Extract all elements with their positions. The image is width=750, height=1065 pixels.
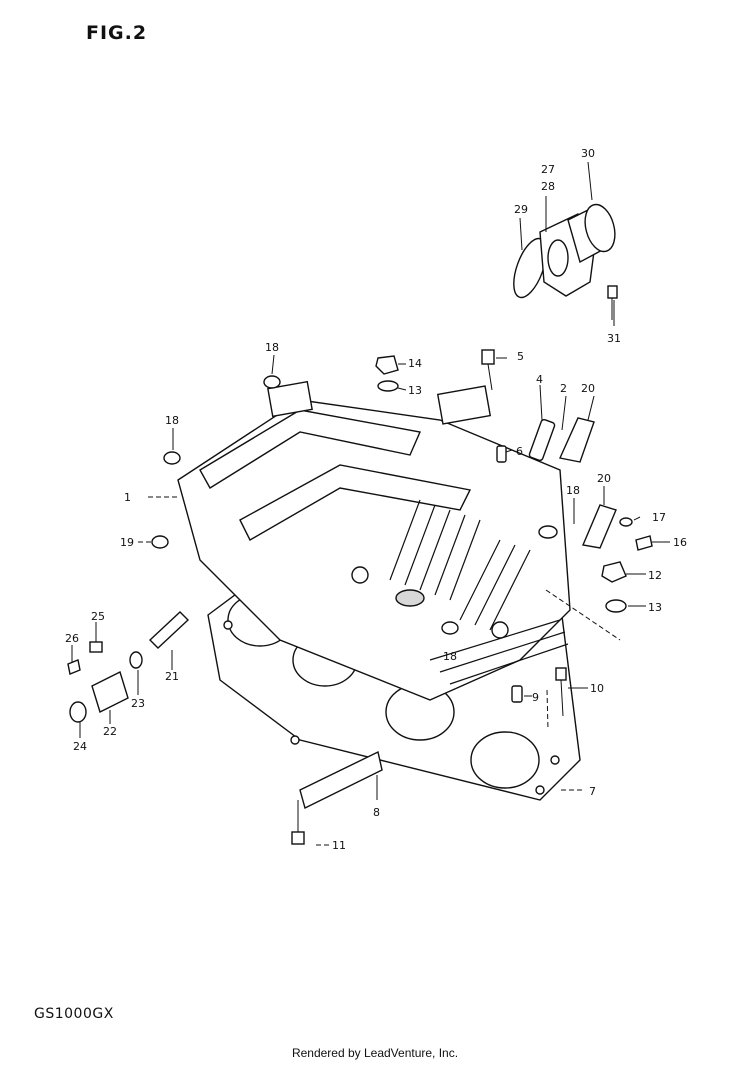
callout-31: 31: [607, 332, 621, 345]
callout-14: 14: [408, 357, 422, 370]
callout-16: 16: [673, 536, 687, 549]
cap-nut-12: [601, 561, 627, 583]
callout-21: 21: [165, 670, 179, 683]
callout-13-right: 13: [648, 601, 662, 614]
callout-9: 9: [532, 691, 539, 704]
screw-26: [67, 659, 81, 675]
grommet-18-top: [263, 375, 281, 389]
callout-29: 29: [514, 203, 528, 216]
callout-2: 2: [560, 382, 567, 395]
cap-22: [91, 671, 129, 713]
model-code: GS1000GX: [34, 1006, 114, 1022]
intake-pipe-port: [547, 239, 569, 277]
callout-17: 17: [652, 511, 666, 524]
callout-25: 25: [91, 610, 105, 623]
callout-7: 7: [589, 785, 596, 798]
callout-6: 6: [516, 445, 523, 458]
spark-plug-20a: [559, 417, 595, 463]
bolt-11: [291, 831, 305, 845]
intake-pipe-assembly: [513, 203, 618, 320]
pipe-21: [148, 611, 190, 649]
washer-17: [619, 517, 633, 527]
callout-8: 8: [373, 806, 380, 819]
callout-20-mid: 20: [597, 472, 611, 485]
clamp-25: [89, 641, 103, 653]
callout-12: 12: [648, 569, 662, 582]
screw-31: [607, 285, 618, 299]
callout-19: 19: [120, 536, 134, 549]
callout-18-right: 18: [566, 484, 580, 497]
callout-18-top: 18: [265, 341, 279, 354]
plug-4: [528, 418, 556, 462]
gasket-strip-8: [299, 750, 383, 810]
callout-5: 5: [517, 350, 524, 363]
dowel-9: [511, 685, 523, 703]
grommet-18-right: [538, 525, 558, 539]
spark-plug-20b: [582, 504, 617, 549]
callout-1: 1: [124, 491, 131, 504]
cap-nut-14: [375, 355, 399, 375]
callout-10: 10: [590, 682, 604, 695]
callout-11: 11: [332, 839, 346, 852]
callout-30: 30: [581, 147, 595, 160]
callout-labels: 1 2 4 5 6 7 8 9 10 11 12 13 13 14 16 17 …: [65, 147, 687, 852]
render-credit: Rendered by LeadVenture, Inc.: [291, 1046, 459, 1060]
callout-13-top: 13: [408, 384, 422, 397]
washer-13-lower: [605, 599, 627, 613]
washer-13: [377, 380, 399, 392]
callout-4: 4: [536, 373, 543, 386]
plug-24: [69, 701, 87, 723]
bolt-16: [635, 535, 653, 551]
leader-lines: [71, 161, 670, 846]
bolt-10: [555, 667, 567, 681]
callout-18-left: 18: [165, 414, 179, 427]
callout-28: 28: [541, 180, 555, 193]
cylinder-head-1: [177, 380, 571, 701]
figure-title: FIG.2: [86, 22, 148, 44]
hose-clamp-30: [584, 203, 616, 253]
gasket-23: [129, 651, 143, 669]
tensioner-assembly: [67, 611, 190, 723]
callout-26: 26: [65, 632, 79, 645]
callout-27: 27: [541, 163, 555, 176]
callout-22: 22: [103, 725, 117, 738]
dowel-6: [496, 445, 507, 463]
plug-19: [151, 535, 169, 549]
callout-23: 23: [131, 697, 145, 710]
callout-18-bottom: 18: [443, 650, 457, 663]
grommet-18-bottom: [441, 621, 459, 635]
right-small-parts: [291, 349, 653, 845]
callout-24: 24: [73, 740, 87, 753]
grommet-18-left: [163, 451, 181, 465]
callout-20-top: 20: [581, 382, 595, 395]
bolt-5: [481, 349, 495, 365]
